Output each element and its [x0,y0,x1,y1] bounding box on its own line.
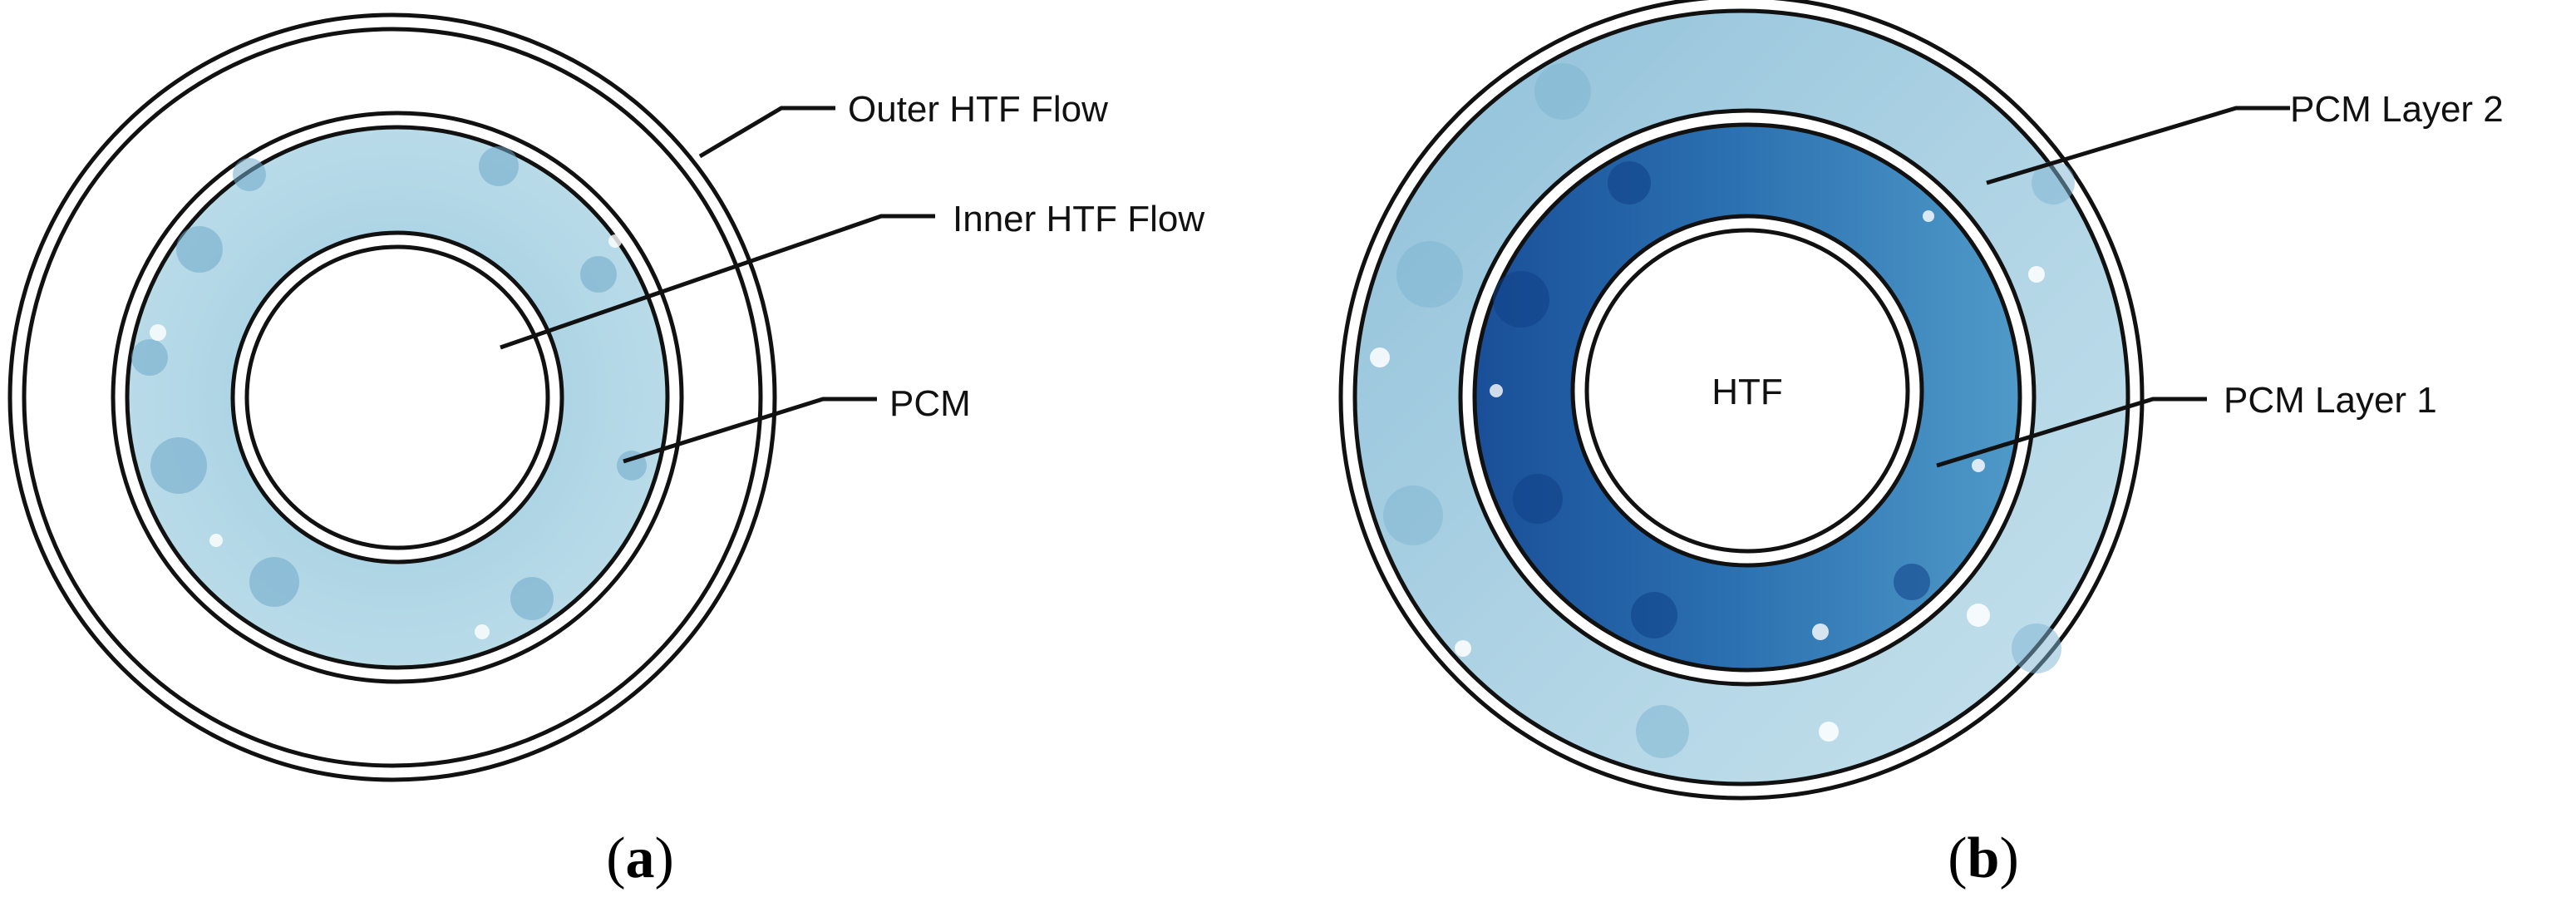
pcm-layer-1-texture [1493,161,1930,638]
leader-outer-htf [698,106,835,159]
label-pcm: PCM [889,383,971,424]
label-outer-htf: Outer HTF Flow [848,89,1108,130]
leader-pcm [623,397,877,464]
label-pcm-layer-2: PCM Layer 2 [2290,89,2504,130]
pcm-texture-a-light [150,234,622,639]
caption-a-letter: a [626,826,655,890]
caption-a: (a) [606,826,674,890]
label-inner-htf: Inner HTF Flow [953,199,1204,239]
pcm-layer-2-highlights [1370,266,2045,742]
htf-tube-inner [1584,228,1910,554]
panel-b: PCM Layer 2 HTF PCM Layer 1 [1338,0,2504,801]
caption-b-letter: b [1968,826,2000,890]
label-pcm-layer-1: PCM Layer 1 [2224,380,2437,421]
inner-tube-inner [244,244,550,550]
leader-pcm-layer-1 [1936,397,2207,468]
pcm-layer-2-texture [1383,63,2075,758]
panel-a: Outer HTF Flow Inner HTF Flow PCM [7,12,1204,782]
pcm-layer-1-highlights [1490,210,1985,640]
leader-pcm-layer-2 [1986,106,2290,185]
leader-inner-htf [500,214,935,350]
label-htf: HTF [1712,372,1783,412]
caption-b: (b) [1948,826,2019,890]
